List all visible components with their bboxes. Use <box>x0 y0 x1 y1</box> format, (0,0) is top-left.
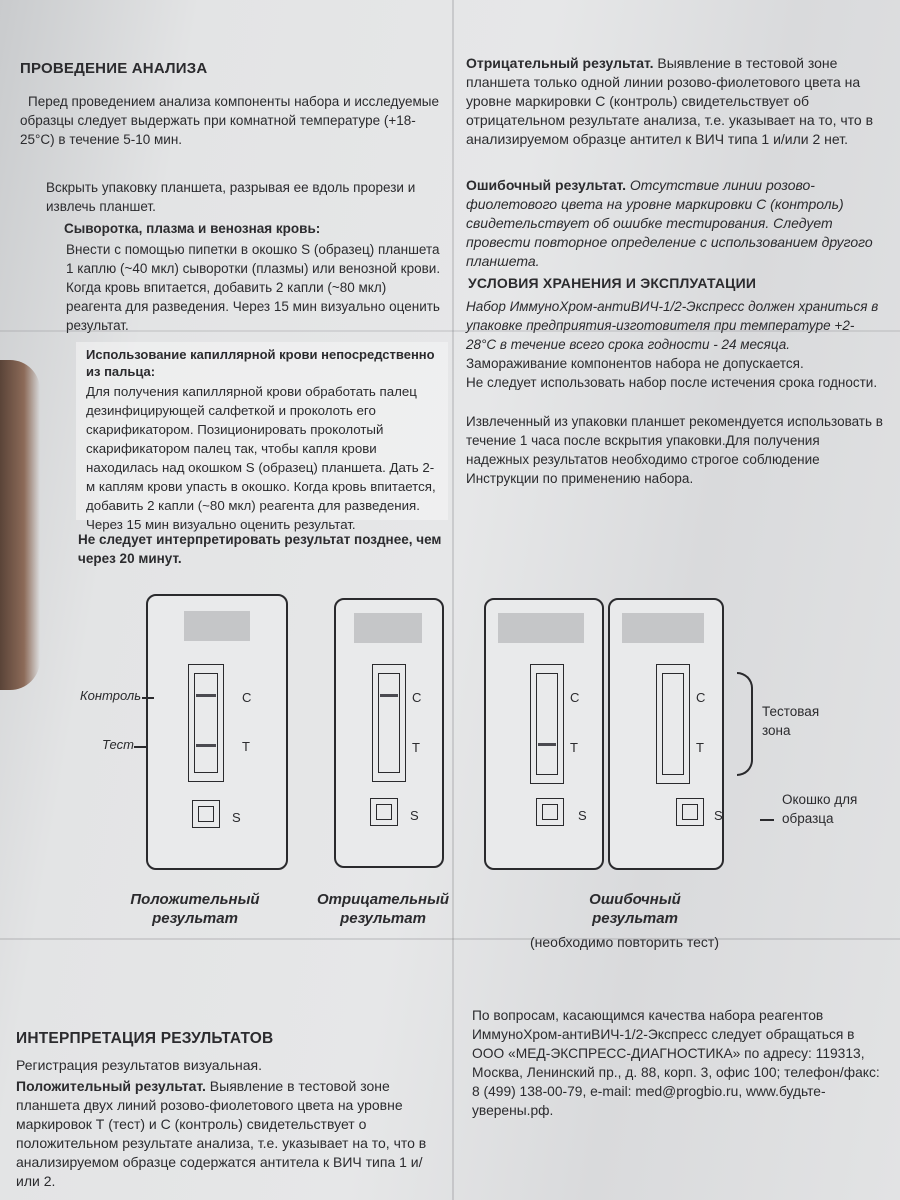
sample-window-pointer <box>760 819 774 821</box>
letter-t: T <box>412 740 420 755</box>
capillary-subtitle: Использование капиллярной крови непосред… <box>86 347 435 379</box>
letter-s: S <box>714 808 723 823</box>
fold-line-vertical <box>452 0 454 1200</box>
letter-s: S <box>410 808 419 823</box>
storage-paragraph-3: Не следует использовать набор после исте… <box>466 375 878 390</box>
caption-negative: Отрицательный результат <box>316 891 450 927</box>
control-line <box>380 694 398 697</box>
storage-paragraph-1: Набор ИммуноХром-антиВИЧ-1/2-Экспресс до… <box>466 299 879 352</box>
strip-window <box>378 673 400 773</box>
letter-s: S <box>232 810 241 825</box>
cassette-error-2: C T S <box>608 598 724 870</box>
positive-result-paragraph: Положительный результат. Выявление в тес… <box>16 1077 444 1191</box>
storage-paragraph-4: Извлеченный из упаковки планшет рекоменд… <box>466 414 883 486</box>
test-line <box>538 743 556 746</box>
interpretation-paragraph: Регистрация результатов визуальная. <box>16 1057 263 1073</box>
label-test-zone: Тестовая зона <box>762 704 820 738</box>
test-zone-brace <box>737 672 753 776</box>
cassette-label-area <box>354 613 422 643</box>
error-result-title: Ошибочный результат. <box>466 177 627 193</box>
sample-window <box>536 798 564 826</box>
cassette-negative: C T S <box>334 598 444 868</box>
error-result-text: Отсутствие линии розово-фиолетового цвет… <box>466 177 873 269</box>
storage-paragraph-2: Замораживание компонентов набора не допу… <box>466 356 804 371</box>
positive-result-title: Положительный результат. <box>16 1078 206 1094</box>
test-pointer <box>134 746 146 748</box>
positive-result-text: Выявление в тестовой зоне планшета двух … <box>16 1078 427 1189</box>
section-title-procedure: ПРОВЕДЕНИЕ АНАЛИЗА <box>20 60 208 77</box>
cassette-error-1: C T S <box>484 598 604 870</box>
time-warning: Не следует интерпретировать результат по… <box>78 532 442 566</box>
test-strip <box>188 664 224 782</box>
caption-error: Ошибочный результат <box>589 891 681 927</box>
label-test: Тест <box>102 737 134 752</box>
label-control: Контроль <box>80 688 142 703</box>
fold-line-top <box>0 330 900 332</box>
contact-paragraph: По вопросам, касающимся качества набора … <box>472 1008 880 1118</box>
cassette-positive: C T S <box>146 594 288 870</box>
sample-window <box>370 798 398 826</box>
test-strip <box>530 664 564 784</box>
thumb <box>0 360 40 690</box>
section-title-interpretation: ИНТЕРПРЕТАЦИЯ РЕЗУЛЬТАТОВ <box>16 1030 274 1047</box>
test-line <box>196 744 216 747</box>
cassette-label-area <box>622 613 704 643</box>
capillary-box <box>76 342 448 520</box>
letter-t: T <box>570 740 578 755</box>
letter-c: C <box>242 690 252 705</box>
sample-window <box>192 800 220 828</box>
letter-t: T <box>696 740 704 755</box>
label-sample-window: Окошко для образца <box>782 792 858 826</box>
negative-result-paragraph: Отрицательный результат. Выявление в тес… <box>466 54 884 149</box>
sample-window <box>676 798 704 826</box>
strip-window <box>536 673 558 775</box>
paragraph-open-package: Вскрыть упаковку планшета, разрывая ее в… <box>46 180 416 214</box>
negative-result-text: Выявление в тестовой зоне планшета тольк… <box>466 55 874 147</box>
letter-s: S <box>578 808 587 823</box>
caption-error-note: (необходимо повторить тест) <box>530 934 719 950</box>
strip-window <box>194 673 218 773</box>
fold-line-bottom <box>0 938 900 940</box>
letter-c: C <box>412 690 422 705</box>
test-strip <box>656 664 690 784</box>
capillary-instructions: Для получения капиллярной крови обработа… <box>86 384 436 532</box>
paragraph-preparation: Перед проведением анализа компоненты наб… <box>20 94 439 147</box>
section-title-storage: УСЛОВИЯ ХРАНЕНИЯ И ЭКСПЛУАТАЦИИ <box>468 275 757 291</box>
control-line <box>196 694 216 697</box>
letter-c: C <box>696 690 706 705</box>
caption-positive: Положительный результат <box>130 891 260 927</box>
error-result-paragraph: Ошибочный результат. Отсутствие линии ро… <box>466 176 884 271</box>
serum-instructions: Внести с помощью пипетки в окошко S (обр… <box>66 242 441 333</box>
cassette-label-area <box>184 611 250 641</box>
letter-c: C <box>570 690 580 705</box>
letter-t: T <box>242 739 250 754</box>
strip-window <box>662 673 684 775</box>
cassette-label-area <box>498 613 584 643</box>
control-pointer <box>142 697 154 699</box>
test-strip <box>372 664 406 782</box>
negative-result-title: Отрицательный результат. <box>466 55 654 71</box>
serum-subtitle: Сыворотка, плазма и венозная кровь: <box>64 221 321 236</box>
